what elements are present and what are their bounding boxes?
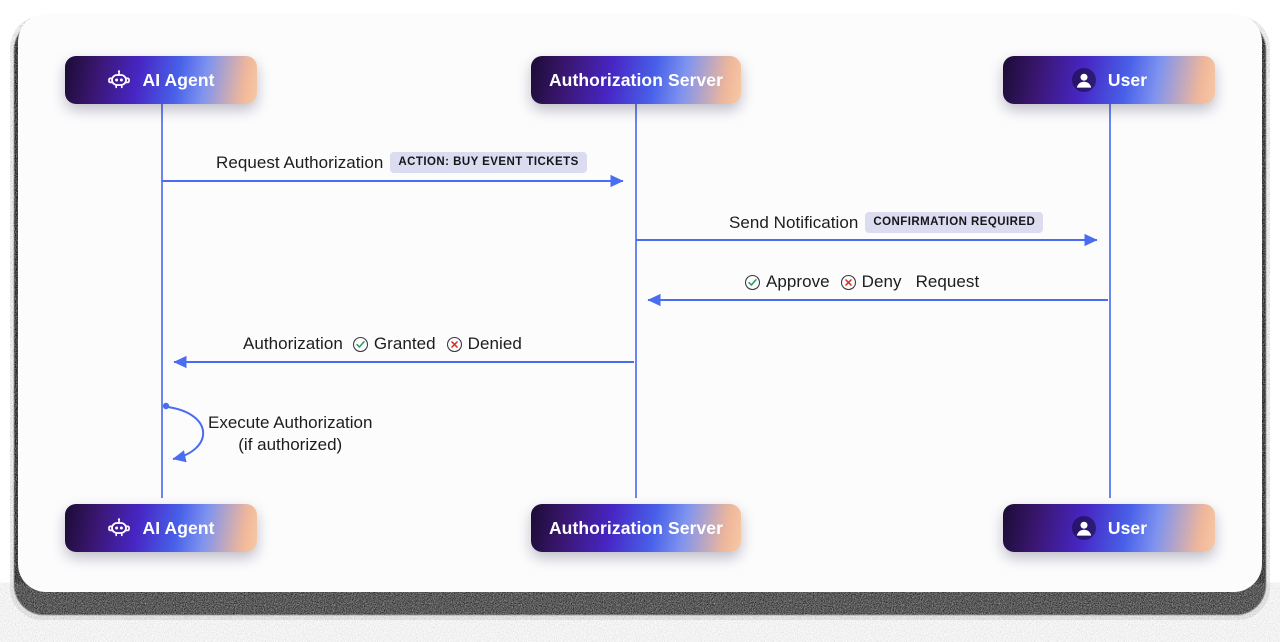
message-text-after: Request [915,272,980,291]
message-label-request-authorization: Request Authorization ACTION: BUY EVENT … [216,152,587,174]
lifeline-user [1109,103,1111,498]
lifeline-authorization-server [635,103,637,498]
arrow-execute-authorization [167,406,205,463]
message-deny-label: Deny [861,272,902,291]
selfloop-label-execute-authorization: Execute Authorization (if authorized) [208,412,372,457]
participant-label: Authorization Server [548,517,724,538]
message-label-send-notification: Send Notification CONFIRMATION REQUIRED [729,212,1044,234]
lifeline-ai-agent [161,103,163,498]
participant-label: User [1107,69,1148,90]
message-badge: ACTION: BUY EVENT TICKETS [390,152,587,174]
message-text: Send Notification [729,212,859,232]
message-denied-label: Denied [467,334,522,353]
selfloop-line-2: (if authorized) [238,435,343,455]
participant-header-authorization-server[interactable]: Authorization Server [531,56,741,104]
robot-icon [107,516,131,540]
message-badge: CONFIRMATION REQUIRED [865,212,1044,234]
selfloop-start-dot [162,402,170,410]
selfloop-line-1: Execute Authorization [208,413,373,432]
message-text-before: Authorization [243,334,343,353]
message-approve-label: Approve [766,272,830,291]
x-circle-icon [446,336,463,353]
x-circle-icon [840,274,857,291]
user-icon [1071,67,1097,93]
participant-label: Authorization Server [548,69,724,90]
message-arrows [162,174,1108,463]
participant-header-user[interactable]: User [1003,56,1215,104]
participant-footer-user[interactable]: User [1003,504,1215,552]
participant-footer-authorization-server[interactable]: Authorization Server [531,504,741,552]
participant-header-ai-agent[interactable]: AI Agent [65,56,257,104]
participant-label: User [1107,517,1148,538]
check-circle-icon [744,274,761,291]
message-granted-label: Granted [373,334,436,353]
message-label-approve-deny-request: Approve Deny Request [744,272,979,292]
message-label-authorization-result: Authorization Granted Denied [243,334,522,354]
participant-label: AI Agent [142,69,215,90]
robot-icon [107,68,131,92]
message-text: Request Authorization [216,152,384,172]
participant-label: AI Agent [142,517,215,538]
check-circle-icon [352,336,369,353]
user-icon [1071,515,1097,541]
participant-footer-ai-agent[interactable]: AI Agent [65,504,257,552]
diagram-card: AI Agent Authorization Server User [18,14,1262,592]
